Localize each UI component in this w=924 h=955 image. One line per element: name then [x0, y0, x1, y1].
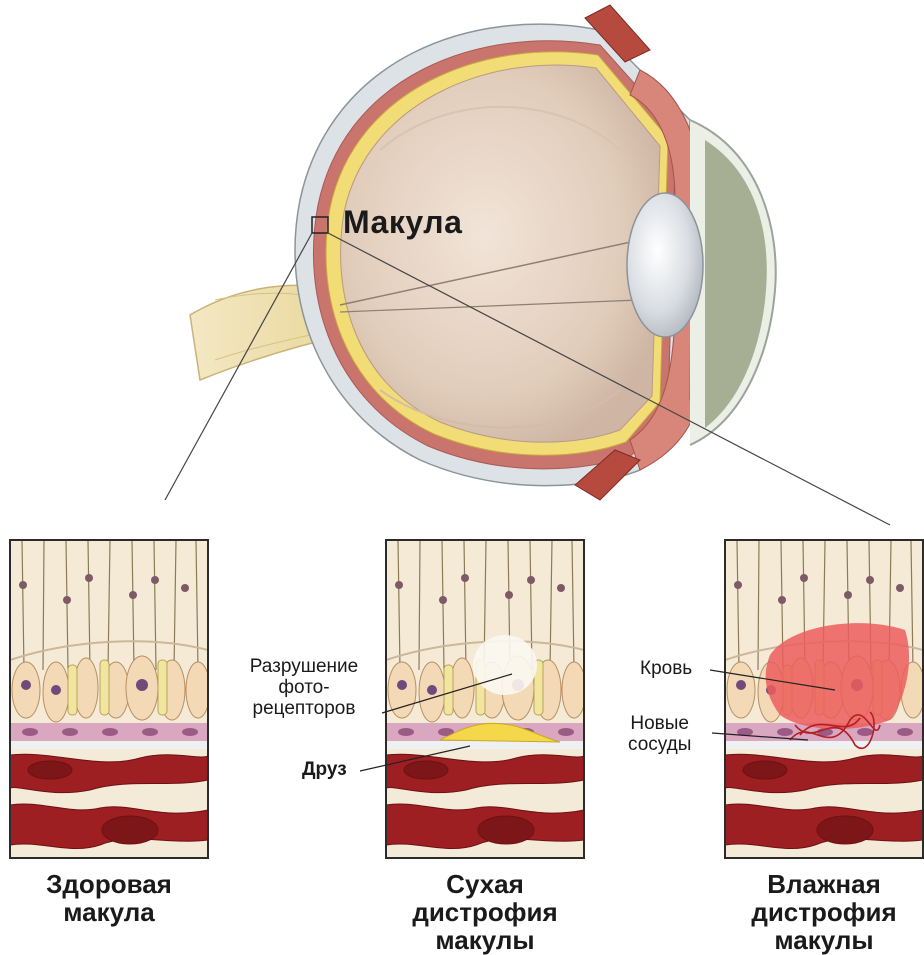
panel-wet: [725, 540, 924, 858]
caption-line: Влажная: [725, 870, 923, 898]
panel-healthy: [10, 540, 210, 858]
drusen-label: Друз: [302, 759, 347, 781]
label-line: рецепторов: [229, 698, 379, 719]
label-line: сосуды: [628, 734, 691, 755]
caption-line: макулы: [386, 926, 584, 954]
caption-wet: Влажная дистрофия макулы: [725, 870, 923, 954]
blood-label: Кровь: [640, 658, 692, 679]
caption-dry: Сухая дистрофия макулы: [386, 870, 584, 954]
caption-line: макула: [10, 898, 208, 926]
caption-line: Здоровая: [10, 870, 208, 898]
caption-line: макулы: [725, 926, 923, 954]
label-line: Разрушение: [229, 656, 379, 677]
photoreceptor-destruction-label: Разрушение фото- рецепторов: [229, 656, 379, 719]
caption-line: дистрофия: [725, 898, 923, 926]
caption-line: дистрофия: [386, 898, 584, 926]
panel-dry: [386, 540, 586, 858]
label-line: фото-: [229, 677, 379, 698]
label-line: Новые: [628, 713, 691, 734]
caption-line: Сухая: [386, 870, 584, 898]
new-vessels-label: Новые сосуды: [628, 713, 691, 755]
caption-healthy: Здоровая макула: [10, 870, 208, 926]
